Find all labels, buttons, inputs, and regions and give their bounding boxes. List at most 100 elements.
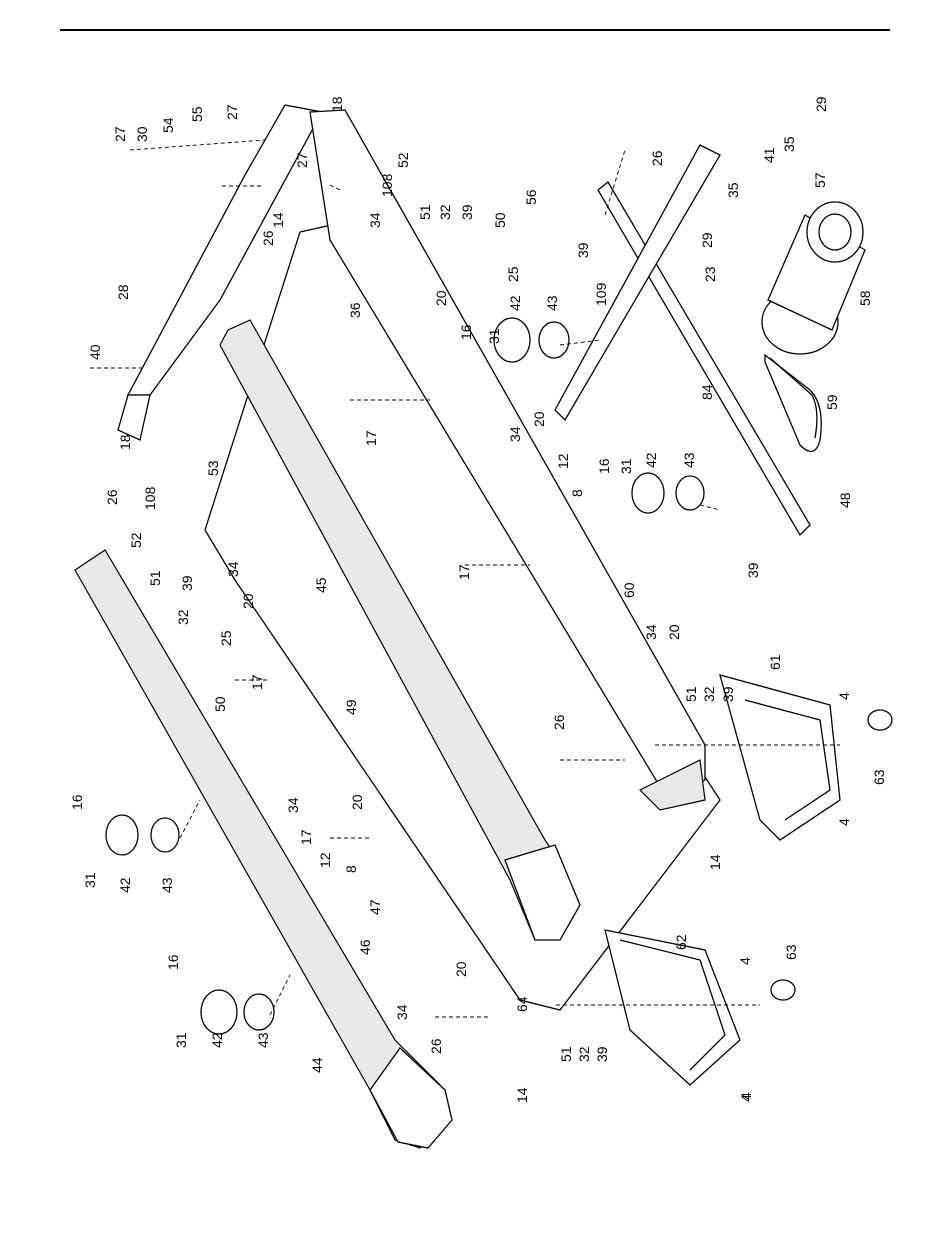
drive-motor [761,201,866,355]
callout-number: 32 [175,609,191,625]
callout-number: 42 [209,1032,225,1048]
callout-number: 59 [824,394,840,410]
callout-number: 32 [701,686,717,702]
callout-number: 14 [514,1087,530,1103]
frame-right-rail [309,109,706,811]
callout-number: 32 [437,204,453,220]
callout-number: 39 [745,562,761,578]
callout-number: 12 [317,852,333,868]
callout-number: 4 [836,818,852,826]
callout-number: 43 [544,295,560,311]
callout-number: 60 [621,582,637,598]
callout-number: 25 [505,266,521,282]
callout-number: 42 [117,877,133,893]
callout-number: 26 [551,714,567,730]
callout-number: 20 [349,794,365,810]
callout-number: 34 [285,797,301,813]
callout-number: 28 [115,284,131,300]
callout-number: 39 [575,242,591,258]
callout-number: 4 [836,692,852,700]
callout-number: 26 [649,150,665,166]
callout-number: 14 [270,212,286,228]
callout-number: 50 [492,212,508,228]
callout-number: 8 [569,489,585,497]
callout-number: 8 [343,865,359,873]
callout-number: 25 [218,630,234,646]
callout-number: 108 [379,173,395,197]
side-rail-cover [74,549,453,1149]
callout-number: 51 [558,1046,574,1062]
callout-number: 45 [313,577,329,593]
callout-number: 23 [702,266,718,282]
callout-number: 34 [507,426,523,442]
callout-number: 52 [395,152,411,168]
callout-number: 27 [224,104,240,120]
walking-belt [219,319,581,941]
callout-number: 42 [507,295,523,311]
callout-number: 4 [738,1092,754,1100]
callout-number: 43 [681,452,697,468]
callout-number: 64 [514,996,530,1012]
callout-number: 18 [329,96,345,112]
callout-labels: 27 30 54 55 27 27 18 52 108 14 26 34 51 … [69,96,887,1103]
callout-number: 27 [112,126,128,142]
callout-number: 109 [593,282,609,306]
callout-number: 35 [725,182,741,198]
callout-number: 58 [857,290,873,306]
callout-number: 48 [837,492,853,508]
callout-number: 31 [486,328,502,344]
callout-number: 39 [720,686,736,702]
frame-left-rail [117,104,323,441]
callout-number: 31 [82,872,98,888]
callout-number: 27 [294,152,310,168]
callout-number: 35 [781,136,797,152]
callout-number: 56 [523,189,539,205]
callout-number: 44 [309,1057,325,1073]
callout-number: 26 [260,230,276,246]
callout-number: 57 [812,172,828,188]
leader-lines [90,139,840,1018]
callout-number: 40 [87,344,103,360]
callout-number: 20 [453,961,469,977]
callout-number: 39 [594,1046,610,1062]
callout-number: 17 [456,564,472,580]
callout-number: 39 [179,575,195,591]
callout-number: 32 [576,1046,592,1062]
callout-number: 4 [738,1094,754,1102]
callout-number: 36 [347,302,363,318]
callout-number: 31 [173,1032,189,1048]
callout-number: 43 [255,1032,271,1048]
callout-number: 49 [343,699,359,715]
callout-number: 17 [363,430,379,446]
drive-belt [764,353,822,452]
callout-number: 52 [128,532,144,548]
callout-number: 29 [699,232,715,248]
callout-number: 54 [160,117,176,133]
callout-number: 50 [212,696,228,712]
callout-number: 31 [618,458,634,474]
callout-number: 18 [117,434,133,450]
rear-hood-right [719,674,841,841]
callout-number: 47 [367,899,383,915]
callout-number: 4 [737,957,753,965]
callout-number: 63 [783,944,799,960]
callout-number: 51 [147,570,163,586]
callout-number: 39 [459,204,475,220]
callout-number: 26 [428,1038,444,1054]
pulleys [105,317,705,1035]
callout-number: 34 [225,561,241,577]
callout-number: 84 [699,384,715,400]
callout-number: 62 [673,934,689,950]
callout-number: 17 [298,829,314,845]
callout-number: 20 [240,593,256,609]
callout-number: 30 [134,126,150,142]
callout-number: 17 [249,674,265,690]
callout-number: 46 [357,939,373,955]
callout-number: 20 [433,290,449,306]
rear-hood-left [604,929,741,1086]
callout-number: 34 [367,212,383,228]
callout-number: 34 [394,1004,410,1020]
callout-number: 51 [683,686,699,702]
